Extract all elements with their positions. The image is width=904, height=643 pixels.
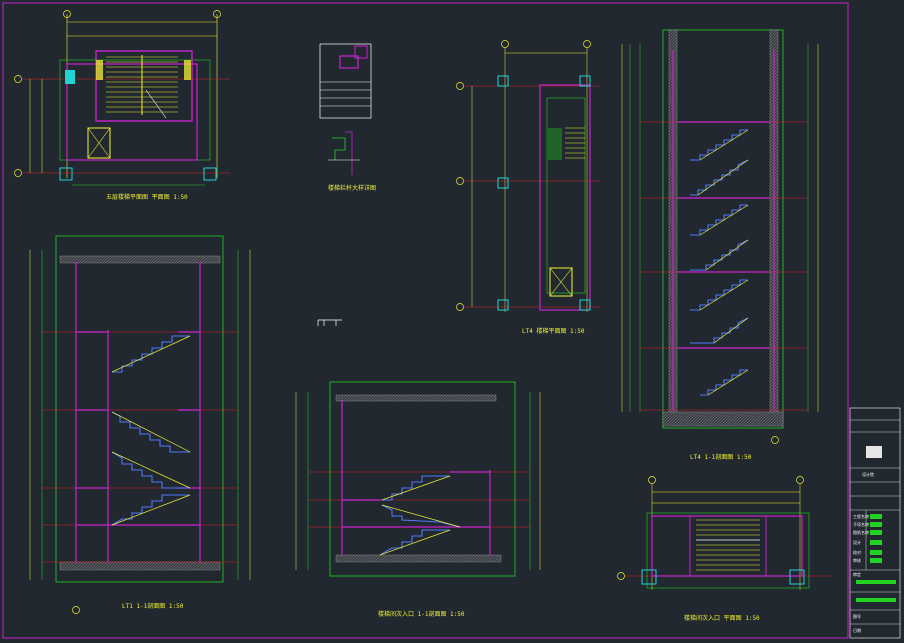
- logo-text: 设计院: [862, 471, 874, 477]
- title-row-0: 工程名称: [853, 513, 869, 519]
- title-row-4: 校对: [853, 549, 861, 555]
- section-lt4: LT4 1-1剖面图 1:50: [621, 29, 819, 461]
- caption-plan-lt4: LT4 楼梯平面图 1:50: [522, 327, 585, 335]
- title-row-1: 子项名称: [853, 521, 869, 527]
- title-row-7: 图号: [853, 613, 861, 619]
- caption-plan-bottom-right: 楼梯间次入口 平面图 1:50: [684, 614, 760, 622]
- plan-top-left: 五层楼梯平面图 平面图 1:50: [14, 10, 230, 201]
- caption-section-lt1: LT1 1-1剖面图 1:50: [122, 602, 184, 610]
- title-row-8: 日期: [853, 627, 861, 633]
- caption-section-middle: 楼梯间次入口 1-1剖面图 1:50: [378, 610, 465, 618]
- caption-section-lt4: LT4 1-1剖面图 1:50: [690, 453, 752, 461]
- title-row-2: 图纸名称: [853, 529, 869, 535]
- plan-bottom-right: 楼梯间次入口 平面图 1:50: [617, 476, 830, 622]
- title-row-3: 设计: [853, 539, 861, 545]
- title-row-5: 审核: [853, 557, 861, 563]
- sheet-border: [2, 2, 849, 639]
- title-row-6: 审定: [853, 571, 861, 577]
- logo-mark: [866, 446, 882, 458]
- title-block: 工程名称 子项名称 图纸名称 设计 校对 审核 审定 图号 日期 设计院: [849, 407, 901, 639]
- caption-plan-top-left: 五层楼梯平面图 平面图 1:50: [106, 193, 188, 201]
- caption-detail: 楼梯栏杆大样详图: [328, 184, 376, 192]
- section-middle: 楼梯间次入口 1-1剖面图 1:50: [295, 381, 541, 618]
- plan-lt4: LT4 楼梯平面图 1:50: [456, 40, 600, 335]
- detail-center: 楼梯栏杆大样详图: [317, 43, 376, 326]
- section-lt1: LT1 1-1剖面图 1:50: [29, 235, 251, 614]
